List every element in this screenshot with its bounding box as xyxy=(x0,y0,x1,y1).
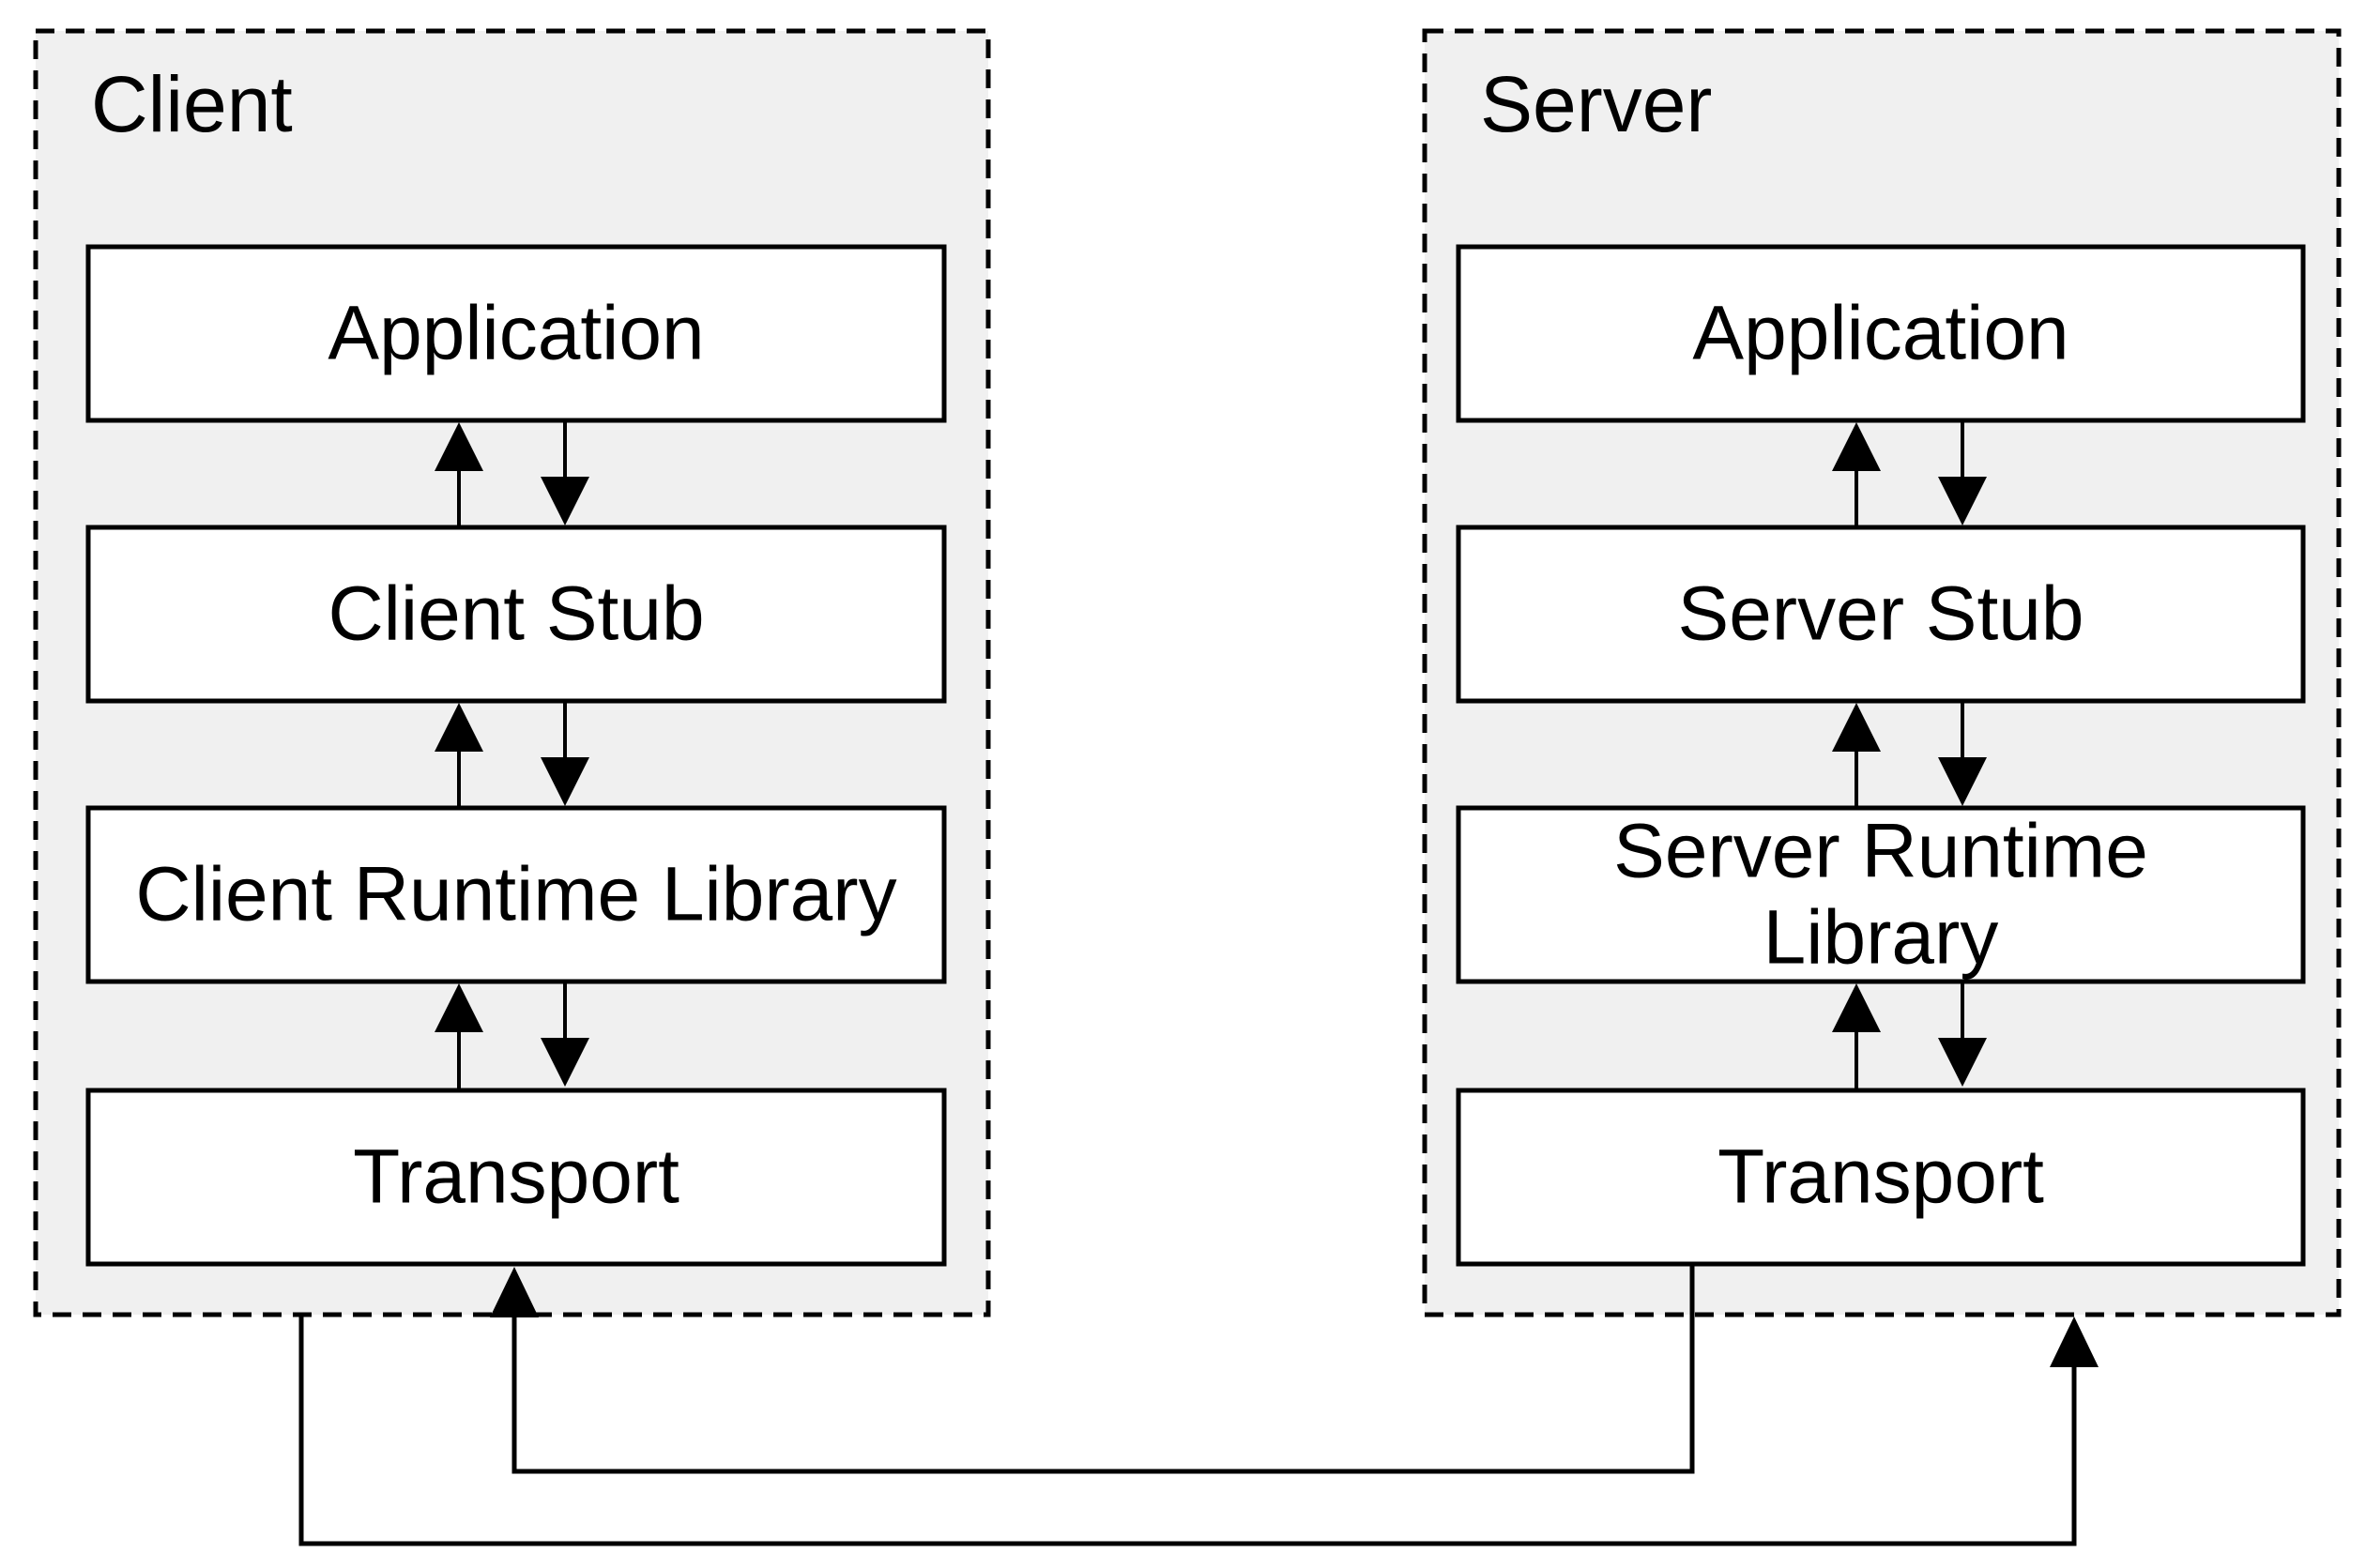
server-up-arrow-transport-to-runtime xyxy=(1832,983,1881,1090)
up-arrowhead-icon xyxy=(1832,983,1881,1032)
client-down-arrow-application-to-stub xyxy=(541,420,589,525)
client-panel-title: Client xyxy=(91,60,293,148)
down-arrowhead-icon xyxy=(1938,477,1987,525)
server-application-label: Application xyxy=(1692,291,2068,376)
server-down-arrow-application-to-stub xyxy=(1938,420,1987,525)
client-up-arrow-transport-to-runtime xyxy=(435,983,483,1090)
server-layer-transport: Transport xyxy=(1456,1088,2306,1267)
client-transport-label: Transport xyxy=(353,1134,679,1220)
client-up-arrow-stub-to-application xyxy=(435,422,483,527)
up-arrowhead-icon xyxy=(1832,703,1881,752)
down-arrowhead-icon xyxy=(1938,757,1987,806)
server-panel: Server Application Server Stub Server Ru… xyxy=(1422,28,2342,1317)
server-layer-stub: Server Stub xyxy=(1456,525,2306,704)
up-arrowhead-icon xyxy=(435,983,483,1032)
client-down-arrow-runtime-to-transport xyxy=(541,982,589,1087)
up-arrowhead-icon xyxy=(490,1267,539,1317)
down-arrowhead-icon xyxy=(541,1038,589,1087)
server-down-arrow-stub-to-runtime xyxy=(1938,701,1987,806)
server-application-box xyxy=(1456,244,2306,423)
connector-server-to-client xyxy=(490,1262,1695,1474)
client-layer-runtime-library: Client Runtime Library xyxy=(85,805,947,984)
down-arrowhead-icon xyxy=(541,477,589,525)
client-panel: Client Application Client Stub Client Ru… xyxy=(33,28,991,1317)
server-down-arrow-runtime-to-transport xyxy=(1938,982,1987,1087)
up-arrowhead-icon xyxy=(435,422,483,471)
client-layer-stub: Client Stub xyxy=(85,525,947,704)
server-up-arrow-runtime-to-stub xyxy=(1832,703,1881,808)
down-arrowhead-icon xyxy=(541,757,589,806)
up-arrowhead-icon xyxy=(1832,422,1881,471)
connector-client-to-server xyxy=(298,1315,2099,1546)
server-panel-title: Server xyxy=(1480,60,1712,148)
server-layer-runtime-library: Server Runtime Library xyxy=(1456,805,2306,984)
server-runtime-library-label-line1: Server Runtime xyxy=(1613,809,2148,894)
server-up-arrow-stub-to-application xyxy=(1832,422,1881,527)
server-runtime-library-box xyxy=(1456,805,2306,984)
client-layer-application: Application xyxy=(85,244,947,423)
server-transport-label: Transport xyxy=(1717,1134,2044,1220)
server-stub-box xyxy=(1456,525,2306,704)
client-runtime-library-label: Client Runtime Library xyxy=(135,852,896,937)
client-runtime-library-box xyxy=(85,805,947,984)
client-application-label: Application xyxy=(328,291,704,376)
client-up-arrow-runtime-to-stub xyxy=(435,703,483,808)
client-down-arrow-stub-to-runtime xyxy=(541,701,589,806)
client-stub-label: Client Stub xyxy=(328,571,704,657)
client-application-box xyxy=(85,244,947,423)
up-arrowhead-icon xyxy=(2050,1317,2099,1367)
up-arrowhead-icon xyxy=(435,703,483,752)
client-layer-transport: Transport xyxy=(85,1088,947,1267)
down-arrowhead-icon xyxy=(1938,1038,1987,1087)
client-transport-box xyxy=(85,1088,947,1267)
server-stub-label: Server Stub xyxy=(1678,571,2084,657)
server-layer-application: Application xyxy=(1456,244,2306,423)
server-runtime-library-label-line2: Library xyxy=(1763,895,1999,981)
server-transport-box xyxy=(1456,1088,2306,1267)
client-stub-box xyxy=(85,525,947,704)
